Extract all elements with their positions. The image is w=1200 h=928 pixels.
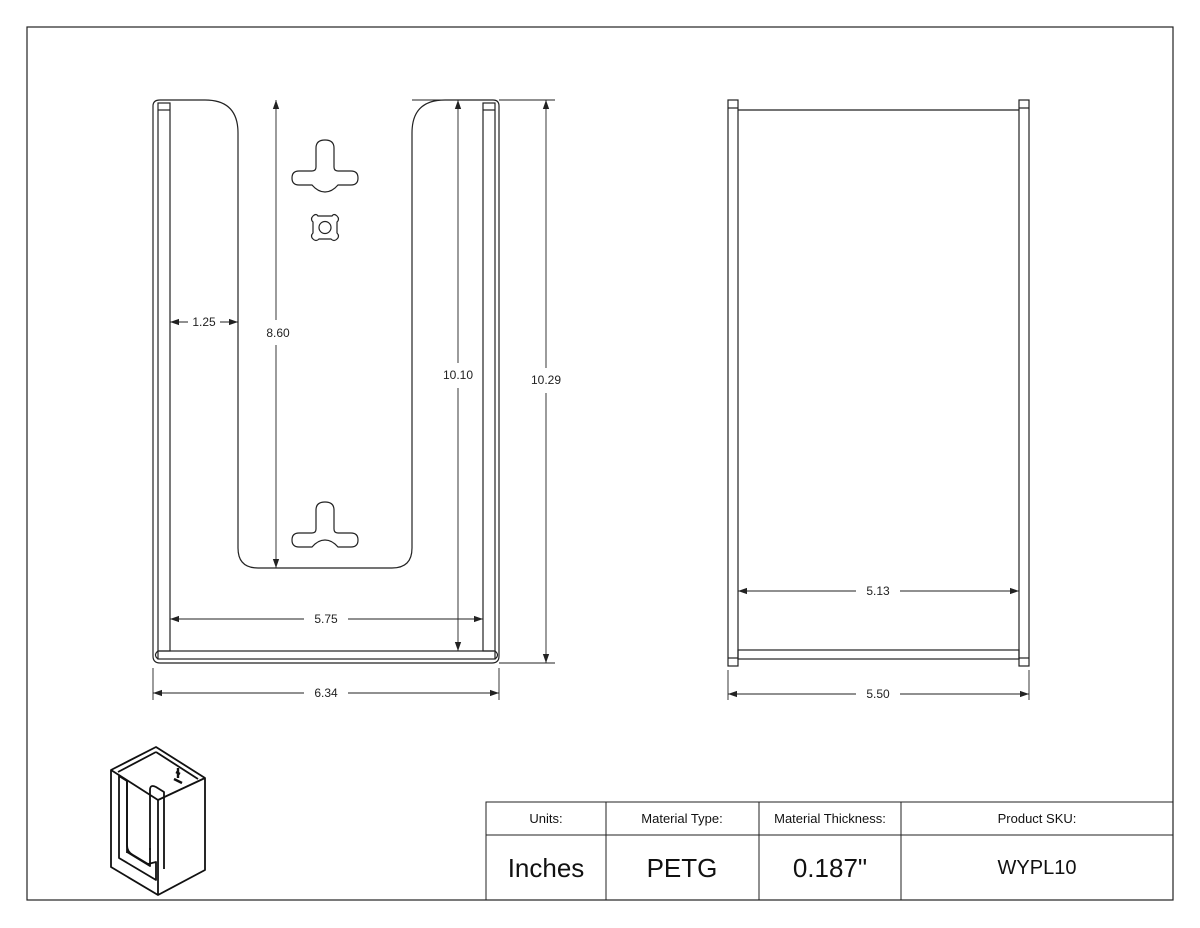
keyhole-top-icon xyxy=(291,139,359,193)
keyhole-bottom-icon xyxy=(291,501,359,548)
units-value: Inches xyxy=(508,853,585,883)
dim-slot-height: 8.60 xyxy=(266,326,290,340)
title-block xyxy=(485,801,1174,901)
side-right-wall xyxy=(1018,99,1030,667)
side-dimensions xyxy=(727,587,1030,700)
sheet-border xyxy=(26,26,1174,901)
side-dimension-labels: 5.13 5.50 xyxy=(866,584,890,701)
title-block-text: Units: Material Type: Material Thickness… xyxy=(508,811,1077,883)
front-right-wall xyxy=(482,102,496,652)
iso-keyhole-icon xyxy=(173,768,183,785)
product-sku-value: WYPL10 xyxy=(998,857,1077,879)
mounting-square-icon xyxy=(310,213,340,242)
front-bottom-shelf xyxy=(157,650,496,660)
material-thickness-label: Material Thickness: xyxy=(774,811,886,826)
material-type-value: PETG xyxy=(647,853,718,883)
material-thickness-value: 0.187" xyxy=(793,853,867,883)
dim-overall-width: 6.34 xyxy=(314,686,338,700)
dim-overall-height: 10.29 xyxy=(531,373,561,387)
front-left-wall xyxy=(157,102,171,652)
isometric-view xyxy=(110,746,206,896)
dim-inner-side-width: 1.25 xyxy=(192,315,216,329)
dim-inner-width: 5.75 xyxy=(314,612,338,626)
front-dimensions xyxy=(152,99,555,700)
iso-outline xyxy=(110,746,206,896)
side-view xyxy=(727,99,1030,667)
dim-inner-height: 10.10 xyxy=(443,368,473,382)
units-label: Units: xyxy=(529,811,562,826)
material-type-label: Material Type: xyxy=(641,811,722,826)
dim-overall-depth: 5.50 xyxy=(866,687,890,701)
side-left-wall xyxy=(727,99,739,667)
side-bottom-shelf xyxy=(737,649,1020,660)
dim-inner-depth: 5.13 xyxy=(866,584,890,598)
product-sku-label: Product SKU: xyxy=(998,811,1077,826)
front-dimension-labels: 1.25 8.60 10.10 10.29 5.75 6.34 xyxy=(192,315,561,700)
